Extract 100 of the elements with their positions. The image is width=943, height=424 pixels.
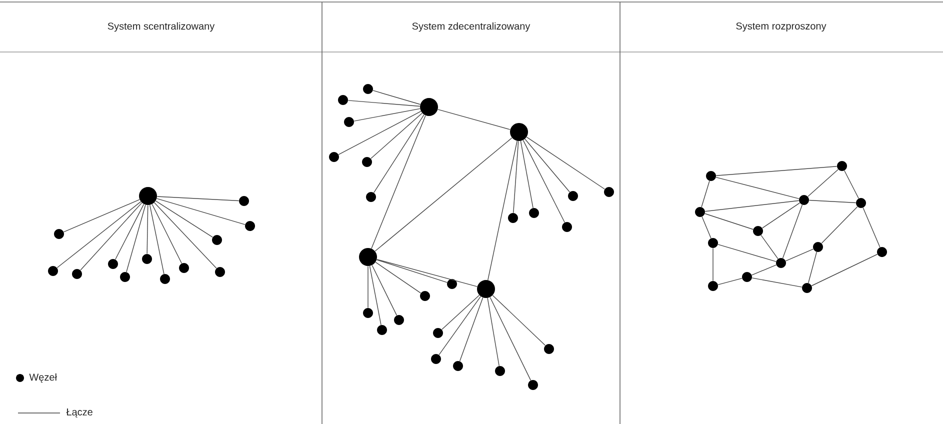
node-dot [338, 95, 348, 105]
node-dot [160, 274, 170, 284]
connector-line [438, 296, 481, 356]
node-dot [856, 198, 866, 208]
connector-line [369, 266, 382, 326]
connector-line [372, 264, 398, 316]
node-dot [562, 222, 572, 232]
connector-line [716, 166, 838, 176]
connector-line [80, 202, 142, 270]
node-dot [604, 187, 614, 197]
node-dot [431, 354, 441, 364]
connector-line [156, 196, 240, 202]
connector-line [371, 115, 426, 249]
legend-label: Węzeł [29, 373, 57, 383]
connector-line [154, 202, 217, 269]
connector-line [376, 259, 478, 287]
node-dot [528, 380, 538, 390]
node-dot [54, 229, 64, 239]
connector-line [487, 298, 500, 366]
node-dot [742, 272, 752, 282]
connector-line [56, 201, 142, 268]
connector-line [821, 206, 858, 244]
node-dot [802, 283, 812, 293]
connector-line [844, 170, 859, 199]
column-heading: System zdecentralizowany [412, 22, 530, 32]
connector-line [348, 100, 420, 107]
connector-line [338, 110, 422, 155]
node-dot [799, 195, 809, 205]
node-dot [72, 269, 82, 279]
connector-line [704, 200, 800, 212]
connector-line [808, 252, 817, 284]
connector-line [63, 199, 140, 232]
connector-line [370, 112, 422, 159]
node-dot [48, 266, 58, 276]
node-dot [329, 152, 339, 162]
node-dot [529, 208, 539, 218]
node-dot [708, 238, 718, 248]
connector-line [115, 204, 144, 260]
hub-dot [359, 248, 377, 266]
connector-line [459, 297, 484, 362]
node-dot [377, 325, 387, 335]
node-dot [813, 242, 823, 252]
node-dot [708, 281, 718, 291]
connector-line [374, 138, 512, 252]
node-dot [366, 192, 376, 202]
node-dot [837, 161, 847, 171]
connector-line [716, 176, 800, 200]
node-dot [245, 221, 255, 231]
connector-line [808, 169, 838, 197]
connector-line [762, 202, 800, 228]
column-heading: System scentralizowany [108, 22, 215, 32]
connector-line [760, 234, 778, 260]
connector-line [488, 140, 518, 280]
connector-line [373, 114, 424, 193]
node-dot [215, 267, 225, 277]
node-dot [544, 344, 554, 354]
connector-line [492, 295, 546, 346]
connector-line [438, 109, 510, 130]
connector-line [701, 180, 710, 208]
connector-line [811, 254, 878, 286]
connector-line [782, 204, 803, 258]
connector-line [718, 244, 776, 262]
connector-line [862, 207, 880, 248]
connector-line [751, 264, 777, 276]
hub-dot [477, 280, 495, 298]
connector-line [490, 296, 532, 381]
connector-line [718, 278, 742, 286]
connector-line [526, 136, 606, 190]
node-dot [120, 272, 130, 282]
connector-line [375, 262, 422, 294]
node-dot [568, 191, 578, 201]
connector-line [126, 204, 146, 272]
hub-dot [420, 98, 438, 116]
connector-line [376, 259, 448, 283]
connector-line [704, 213, 754, 230]
node-dot [495, 366, 505, 376]
connector-line [702, 216, 712, 239]
node-dot [433, 328, 443, 338]
node-dot [239, 196, 249, 206]
node-dot [179, 263, 189, 273]
node-dot [142, 254, 152, 264]
node-dot [363, 308, 373, 318]
connector-line [372, 90, 421, 105]
node-dot [212, 235, 222, 245]
node-dot [447, 279, 457, 289]
connector-line [712, 248, 714, 282]
connector-line [156, 198, 246, 225]
connector-line [520, 140, 534, 208]
node-dot [363, 84, 373, 94]
node-dot [420, 291, 430, 301]
legend-label: Łącze [66, 408, 92, 418]
connector-line [146, 204, 148, 254]
connector-line [808, 200, 856, 204]
node-dot [508, 213, 518, 223]
hub-dot [139, 187, 157, 205]
node-dot [877, 247, 887, 257]
connector-line [524, 138, 570, 192]
node-dot [108, 259, 118, 269]
connector-line [785, 248, 814, 262]
node-dot [695, 207, 705, 217]
